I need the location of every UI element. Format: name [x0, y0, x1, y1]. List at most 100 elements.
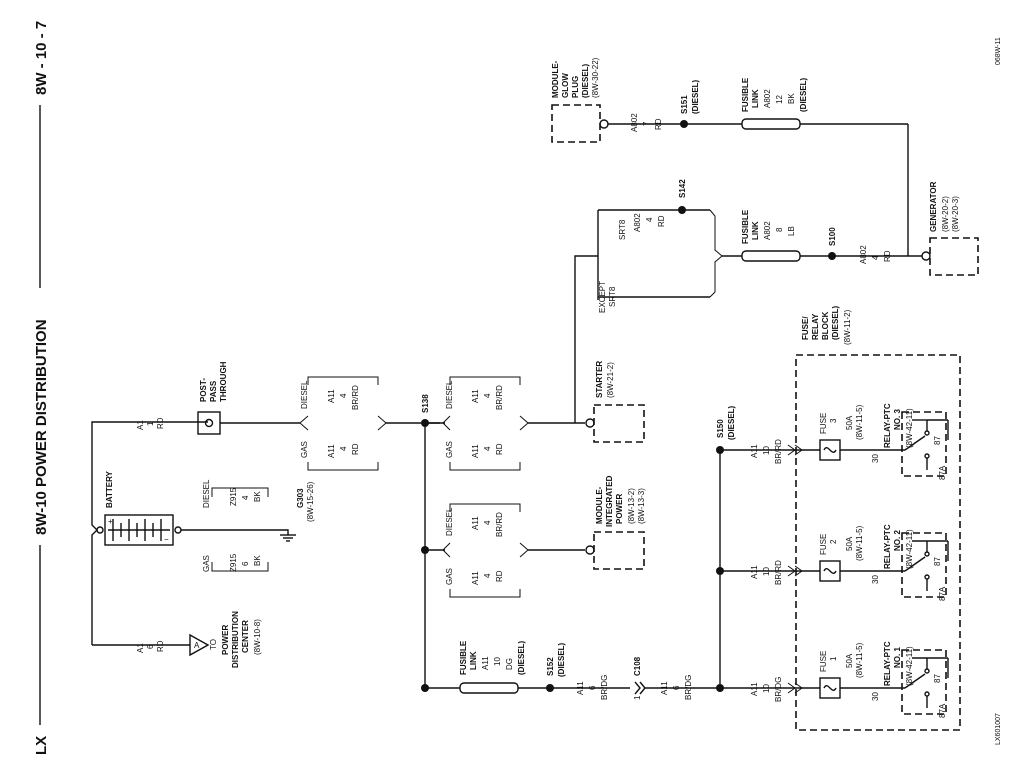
svg-text:RELAY-PTC: RELAY-PTC	[883, 403, 892, 448]
svg-text:EXCEPT: EXCEPT	[598, 281, 607, 313]
svg-text:A11: A11	[327, 389, 336, 403]
svg-text:RD: RD	[495, 570, 504, 582]
svg-text:NO. 3: NO. 3	[893, 409, 902, 430]
svg-text:GAS: GAS	[202, 555, 211, 572]
svg-text:S150: S150	[716, 419, 725, 438]
svg-text:BR/RD: BR/RD	[495, 512, 504, 537]
page-title: 8W-10 POWER DISTRIBUTION	[33, 319, 50, 535]
svg-text:RD: RD	[156, 640, 165, 652]
splice-s100: S100	[828, 227, 837, 260]
svg-text:Z915: Z915	[229, 553, 238, 572]
svg-text:1: 1	[146, 421, 155, 426]
fuse-2: FUSE 2 50A (8W-11-5)	[819, 525, 864, 582]
svg-text:GAS: GAS	[300, 441, 309, 458]
svg-text:(8W-11-5): (8W-11-5)	[855, 642, 864, 678]
svg-text:87: 87	[933, 557, 942, 566]
svg-text:A802: A802	[859, 245, 868, 264]
svg-text:−: −	[164, 535, 169, 544]
svg-text:8: 8	[775, 227, 784, 232]
svg-text:(8W-11-5): (8W-11-5)	[855, 404, 864, 440]
svg-text:RD: RD	[657, 215, 666, 227]
svg-text:7: 7	[642, 121, 651, 126]
svg-text:2: 2	[829, 539, 838, 544]
battery-label: BATTERY	[105, 470, 114, 508]
svg-text:(DIESEL): (DIESEL)	[581, 63, 590, 98]
svg-text:FUSE: FUSE	[819, 534, 828, 555]
svg-text:(DIESEL): (DIESEL)	[831, 305, 840, 340]
svg-text:4: 4	[871, 255, 880, 260]
svg-text:(8W-13-2): (8W-13-2)	[627, 488, 636, 524]
svg-text:30: 30	[871, 575, 880, 584]
c108-out-wire: A11 6 BR/DG	[660, 675, 693, 700]
svg-text:A11: A11	[471, 571, 480, 585]
svg-text:S138: S138	[421, 394, 430, 413]
splice-s138: S138	[421, 394, 430, 427]
connector-c108: 1 C108	[633, 656, 646, 700]
generator: GENERATOR (8W-20-2) (8W-20-3)	[921, 181, 979, 276]
svg-text:FUSE/: FUSE/	[801, 316, 810, 340]
svg-text:4: 4	[339, 393, 348, 398]
splice-s142: S142	[678, 179, 687, 214]
svg-text:FUSE: FUSE	[819, 413, 828, 434]
svg-text:PASS: PASS	[209, 380, 218, 402]
svg-text:BK: BK	[253, 555, 262, 566]
svg-text:3: 3	[829, 418, 838, 423]
figure-id-top: 068W-11	[995, 37, 1002, 65]
svg-text:RELAY: RELAY	[811, 313, 820, 340]
svg-text:BK: BK	[787, 93, 796, 104]
svg-text:50A: 50A	[845, 653, 854, 668]
c108-in-wire: A11 6 BR/DG	[576, 675, 609, 700]
glow-plug-wire-labels: A802 7 RD	[630, 113, 663, 132]
svg-text:RD: RD	[654, 118, 663, 130]
fusible-link-generator: FUSIBLE LINK A802 8 LB	[741, 209, 801, 262]
svg-text:INTEGRATED: INTEGRATED	[605, 475, 614, 527]
svg-text:87: 87	[933, 674, 942, 683]
svg-text:BR/DG: BR/DG	[684, 675, 693, 700]
svg-text:RELAY-PTC: RELAY-PTC	[883, 524, 892, 569]
svg-text:BR/RD: BR/RD	[774, 439, 783, 464]
svg-text:DIESEL: DIESEL	[202, 479, 211, 508]
svg-text:S142: S142	[678, 179, 687, 198]
svg-text:4: 4	[483, 446, 492, 451]
svg-text:(8W-20-2): (8W-20-2)	[941, 196, 950, 232]
svg-text:THROUGH: THROUGH	[219, 361, 228, 402]
svg-text:DIESEL: DIESEL	[300, 380, 309, 409]
svg-text:1: 1	[829, 656, 838, 661]
battery-top-wire: A1 1 RD	[136, 417, 165, 430]
svg-text:GENERATOR: GENERATOR	[929, 181, 938, 232]
svg-text:A11: A11	[750, 565, 759, 579]
svg-text:GAS: GAS	[445, 568, 454, 585]
figure-id: LX601007	[995, 713, 1002, 745]
svg-text:RD: RD	[883, 250, 892, 262]
svg-text:50A: 50A	[845, 536, 854, 551]
fusible-link-lower: FUSIBLE LINK A11 10 DG (DIESEL)	[459, 640, 526, 694]
svg-text:6: 6	[241, 561, 250, 566]
splice-s151: S151 (DIESEL)	[680, 79, 700, 128]
svg-text:A11: A11	[481, 656, 490, 670]
starter: STARTER (8W-21-2)	[585, 361, 645, 443]
svg-text:S152: S152	[546, 657, 555, 676]
pdc-connector: A TO POWER DISTRIBUTION CENTER (8W-10-8)	[92, 611, 262, 668]
battery: + − BATTERY	[91, 421, 296, 645]
svg-text:(DIESEL): (DIESEL)	[727, 405, 736, 440]
svg-text:FUSIBLE: FUSIBLE	[741, 209, 750, 244]
svg-text:12: 12	[775, 95, 784, 104]
svg-text:(8W-42-11): (8W-42-11)	[905, 646, 914, 686]
svg-text:RELAY-PTC: RELAY-PTC	[883, 641, 892, 686]
svg-text:BR/RD: BR/RD	[351, 385, 360, 410]
svg-text:LINK: LINK	[469, 651, 478, 670]
svg-text:A11: A11	[750, 682, 759, 696]
ground-g303: G303 (8W-15-26)	[296, 481, 315, 522]
svg-text:10: 10	[762, 684, 771, 693]
svg-text:4: 4	[645, 217, 654, 222]
relay-feed-1: A11 10 BR/DG	[750, 677, 803, 702]
splice-s152: S152 (DIESEL)	[546, 642, 566, 692]
relay-ptc-1: RELAY-PTC NO. 1 (8W-42-11) 30 87 87A	[871, 641, 949, 718]
svg-text:FUSIBLE: FUSIBLE	[459, 640, 468, 675]
svg-text:30: 30	[871, 692, 880, 701]
svg-text:A11: A11	[750, 444, 759, 458]
svg-text:4: 4	[483, 393, 492, 398]
svg-text:30: 30	[871, 454, 880, 463]
